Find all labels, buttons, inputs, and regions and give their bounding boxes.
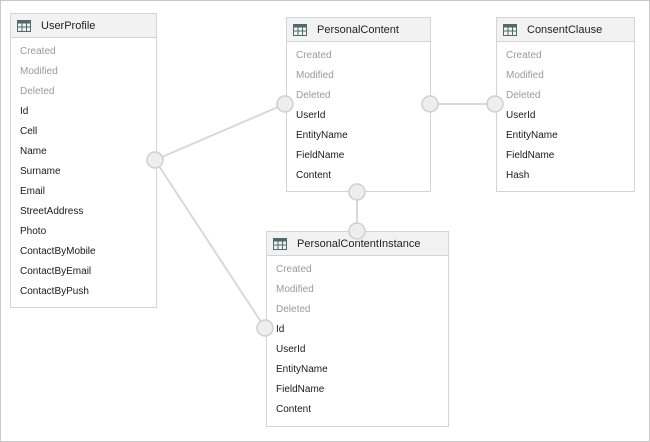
field-item[interactable]: FieldName — [276, 384, 325, 395]
field-item[interactable]: Deleted — [276, 304, 311, 315]
field-item[interactable]: FieldName — [506, 150, 555, 161]
field-item[interactable]: FieldName — [296, 150, 345, 161]
field-item[interactable]: ContactByMobile — [20, 246, 96, 257]
field-item[interactable]: UserId — [506, 110, 536, 121]
link-userprofile-personalcontent[interactable] — [154, 103, 286, 161]
field-list: Created Modified Deleted Id UserId Entit… — [267, 256, 448, 420]
field-item[interactable]: EntityName — [506, 130, 558, 141]
entity-header[interactable]: PersonalContentInstance — [267, 232, 448, 256]
entity-personalcontentinstance[interactable]: PersonalContentInstance Created Modified… — [266, 231, 449, 427]
table-icon — [17, 19, 31, 32]
field-item[interactable]: Cell — [20, 126, 38, 137]
link-handle[interactable] — [348, 222, 366, 240]
field-item[interactable]: Created — [296, 50, 332, 61]
link-handle[interactable] — [276, 95, 294, 113]
field-item[interactable]: Created — [276, 264, 312, 275]
field-list: Created Modified Deleted UserId EntityNa… — [497, 42, 634, 186]
field-item[interactable]: Deleted — [20, 86, 55, 97]
entity-personalcontent[interactable]: PersonalContent Created Modified Deleted… — [286, 17, 431, 192]
link-handle[interactable] — [256, 319, 274, 337]
table-icon — [273, 237, 287, 250]
field-item[interactable]: StreetAddress — [20, 206, 84, 217]
entity-title: UserProfile — [41, 19, 96, 32]
entity-title: PersonalContent — [317, 23, 399, 36]
field-item[interactable]: Name — [20, 146, 47, 157]
field-item[interactable]: Modified — [20, 66, 58, 77]
entity-header[interactable]: PersonalContent — [287, 18, 430, 42]
entity-title: PersonalContentInstance — [297, 237, 421, 250]
field-item[interactable]: Modified — [506, 70, 544, 81]
field-item[interactable]: EntityName — [296, 130, 348, 141]
field-item[interactable]: Deleted — [506, 90, 541, 101]
entity-userprofile[interactable]: UserProfile Created Modified Deleted Id … — [10, 13, 157, 308]
entity-title: ConsentClause — [527, 23, 603, 36]
field-item[interactable]: Modified — [296, 70, 334, 81]
field-item[interactable]: UserId — [276, 344, 306, 355]
link-handle[interactable] — [146, 151, 164, 169]
field-list: Created Modified Deleted UserId EntityNa… — [287, 42, 430, 186]
field-list: Created Modified Deleted Id Cell Name Su… — [11, 38, 156, 302]
link-handle[interactable] — [421, 95, 439, 113]
table-icon — [503, 23, 517, 36]
table-icon — [293, 23, 307, 36]
field-item[interactable]: Id — [276, 324, 285, 335]
field-item[interactable]: Deleted — [296, 90, 331, 101]
field-item[interactable]: Hash — [506, 170, 530, 181]
field-item[interactable]: Created — [506, 50, 542, 61]
field-item[interactable]: Surname — [20, 166, 61, 177]
field-item[interactable]: Modified — [276, 284, 314, 295]
link-handle[interactable] — [348, 183, 366, 201]
entity-header[interactable]: UserProfile — [11, 14, 156, 38]
field-item[interactable]: EntityName — [276, 364, 328, 375]
field-item[interactable]: Content — [276, 404, 312, 415]
entity-header[interactable]: ConsentClause — [497, 18, 634, 42]
field-item[interactable]: Photo — [20, 226, 47, 237]
field-item[interactable]: ContactByPush — [20, 286, 89, 297]
field-item[interactable]: Email — [20, 186, 46, 197]
field-item[interactable]: Content — [296, 170, 332, 181]
field-item[interactable]: UserId — [296, 110, 326, 121]
entity-consentclause[interactable]: ConsentClause Created Modified Deleted U… — [496, 17, 635, 192]
field-item[interactable]: Created — [20, 46, 56, 57]
link-userprofile-personalcontentinstance[interactable] — [154, 159, 266, 329]
link-handle[interactable] — [486, 95, 504, 113]
field-item[interactable]: Id — [20, 106, 29, 117]
field-item[interactable]: ContactByEmail — [20, 266, 92, 277]
